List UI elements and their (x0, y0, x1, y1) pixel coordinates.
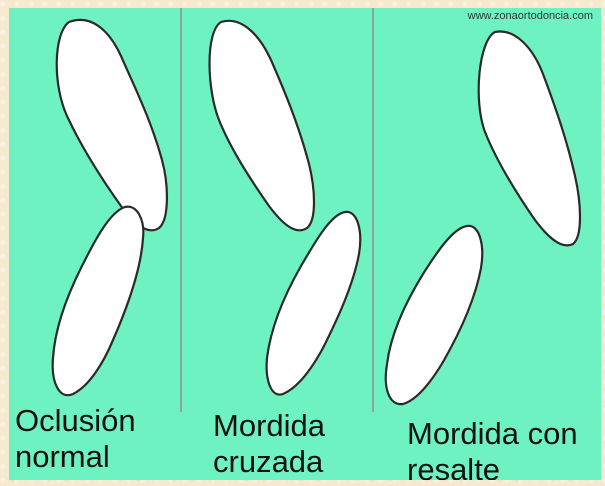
upper-incisor-crossbite (208, 19, 316, 232)
caption-line-2: cruzada (213, 444, 324, 479)
upper-incisor-overjet (477, 30, 582, 247)
caption-overjet: Mordida con resalte (407, 416, 578, 480)
divider-left (180, 8, 182, 412)
upper-incisor-normal (55, 18, 169, 232)
lower-incisor-crossbite (265, 210, 362, 396)
lower-incisor-overjet (384, 224, 484, 406)
caption-normal-occlusion: Oclusión normal (15, 403, 136, 475)
caption-line-1: Mordida (213, 408, 325, 443)
divider-right (372, 8, 374, 412)
caption-line-2: resalte (407, 452, 501, 480)
caption-line-2: normal (15, 439, 110, 474)
caption-crossbite: Mordida cruzada (213, 408, 325, 480)
watermark-text: www.zonaortodoncia.com (467, 10, 593, 22)
caption-line-1: Mordida con (407, 416, 578, 451)
caption-line-1: Oclusión (15, 403, 136, 438)
diagram-frame: www.zonaortodoncia.com Oclusión normal M… (9, 8, 601, 480)
teeth-illustration (51, 18, 582, 406)
lower-incisor-normal (51, 205, 145, 397)
